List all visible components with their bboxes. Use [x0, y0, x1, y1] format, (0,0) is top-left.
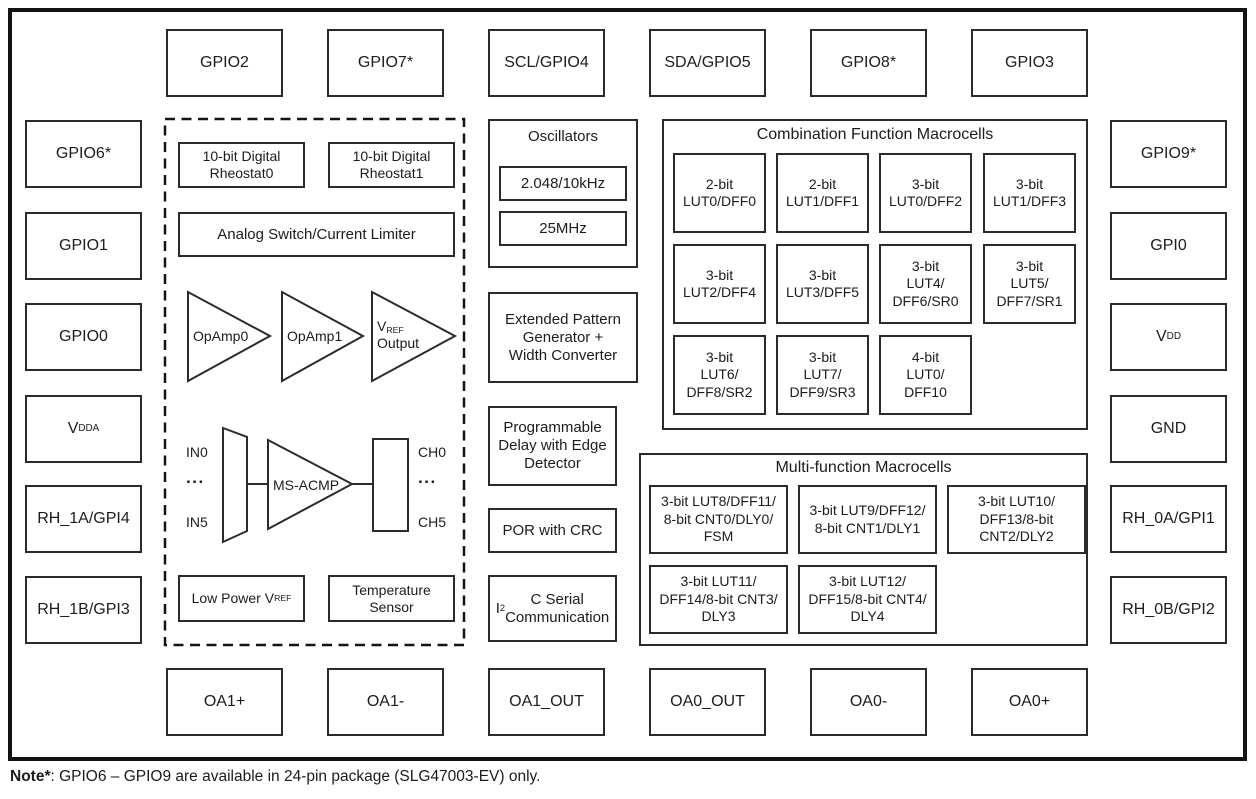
- pin-gpio7: GPIO7*: [327, 29, 444, 97]
- macrocell-lut11-cnt3: 3-bit LUT11/DFF14/8-bit CNT3/DLY3: [649, 565, 788, 634]
- opamp0-triangle: [187, 290, 273, 383]
- oscillators-title: Oscillators: [527, 128, 598, 145]
- pin-gnd: GND: [1110, 395, 1227, 463]
- por-crc-block: POR with CRC: [488, 508, 617, 553]
- pin-rh-0b-gpi2: RH_0B/GPI2: [1110, 576, 1227, 644]
- pin-gpio9: GPIO9*: [1110, 120, 1227, 188]
- pin-gpio0: GPIO0: [25, 303, 142, 371]
- footnote: Note*: GPIO6 – GPIO9 are available in 24…: [10, 768, 540, 786]
- pin-gpio8: GPIO8*: [810, 29, 927, 97]
- pin-oa0-plus: OA0+: [971, 668, 1088, 736]
- combination-macrocells-title: Combination Function Macrocells: [756, 126, 994, 143]
- acmp-channel-block: [372, 438, 409, 532]
- pin-gpio6: GPIO6*: [25, 120, 142, 188]
- opamp0-label: OpAmp0: [193, 328, 249, 344]
- mux-ellipsis: ...: [186, 468, 205, 487]
- opamp1-label: OpAmp1: [287, 328, 343, 344]
- pin-rh-1b-gpi3: RH_1B/GPI3: [25, 576, 142, 644]
- footnote-text: : GPIO6 – GPIO9 are available in 24-pin …: [50, 768, 541, 785]
- pin-rh-0a-gpi1: RH_0A/GPI1: [1110, 485, 1227, 553]
- macrocell-lut12-cnt4: 3-bit LUT12/DFF15/8-bit CNT4/DLY4: [798, 565, 937, 634]
- ms-acmp-label: MS-ACMP: [273, 477, 340, 493]
- analog-switch-block: Analog Switch/Current Limiter: [178, 212, 455, 257]
- pin-rh-1a-gpi4: RH_1A/GPI4: [25, 485, 142, 553]
- pin-oa1-out: OA1_OUT: [488, 668, 605, 736]
- pin-oa1-minus: OA1-: [327, 668, 444, 736]
- diagram-border: [8, 8, 1247, 761]
- multifunction-macrocells-title: Multi-function Macrocells: [775, 459, 952, 476]
- analog-block-shapes: [163, 117, 466, 647]
- pin-oa1-plus: OA1+: [166, 668, 283, 736]
- pin-gpio2: GPIO2: [166, 29, 283, 97]
- pin-oa0-minus: OA0-: [810, 668, 927, 736]
- macrocell-lut8-cnt0: 3-bit LUT8/DFF11/8-bit CNT0/DLY0/FSM: [649, 485, 788, 554]
- footnote-prefix: Note*: [10, 768, 51, 785]
- oscillator-high-freq-block: 25MHz: [499, 211, 627, 246]
- pin-scl-gpio4: SCL/GPIO4: [488, 29, 605, 97]
- opamp1-triangle: [281, 290, 366, 383]
- oscillator-low-freq-block: 2.048/10kHz: [499, 166, 627, 201]
- pin-sda-gpio5: SDA/GPIO5: [649, 29, 766, 97]
- analog-dashed-boundary: [163, 117, 466, 647]
- ch0-label: CH0: [418, 444, 447, 460]
- pin-oa0-out: OA0_OUT: [649, 668, 766, 736]
- vref-output-triangle: [371, 290, 458, 383]
- pin-gpio1: GPIO1: [25, 212, 142, 280]
- ch5-label: CH5: [418, 514, 447, 530]
- pin-gpio3: GPIO3: [971, 29, 1088, 97]
- ms-acmp-triangle: [267, 438, 355, 531]
- pin-gpi0: GPI0: [1110, 212, 1227, 280]
- mux-in0-label: IN0: [186, 444, 208, 460]
- acmp-input-mux: [222, 426, 248, 544]
- mux-in5-label: IN5: [186, 514, 208, 530]
- macrocell-lut9-cnt1: 3-bit LUT9/DFF12/8-bit CNT1/DLY1: [798, 485, 937, 554]
- ch-ellipsis: ...: [418, 468, 437, 487]
